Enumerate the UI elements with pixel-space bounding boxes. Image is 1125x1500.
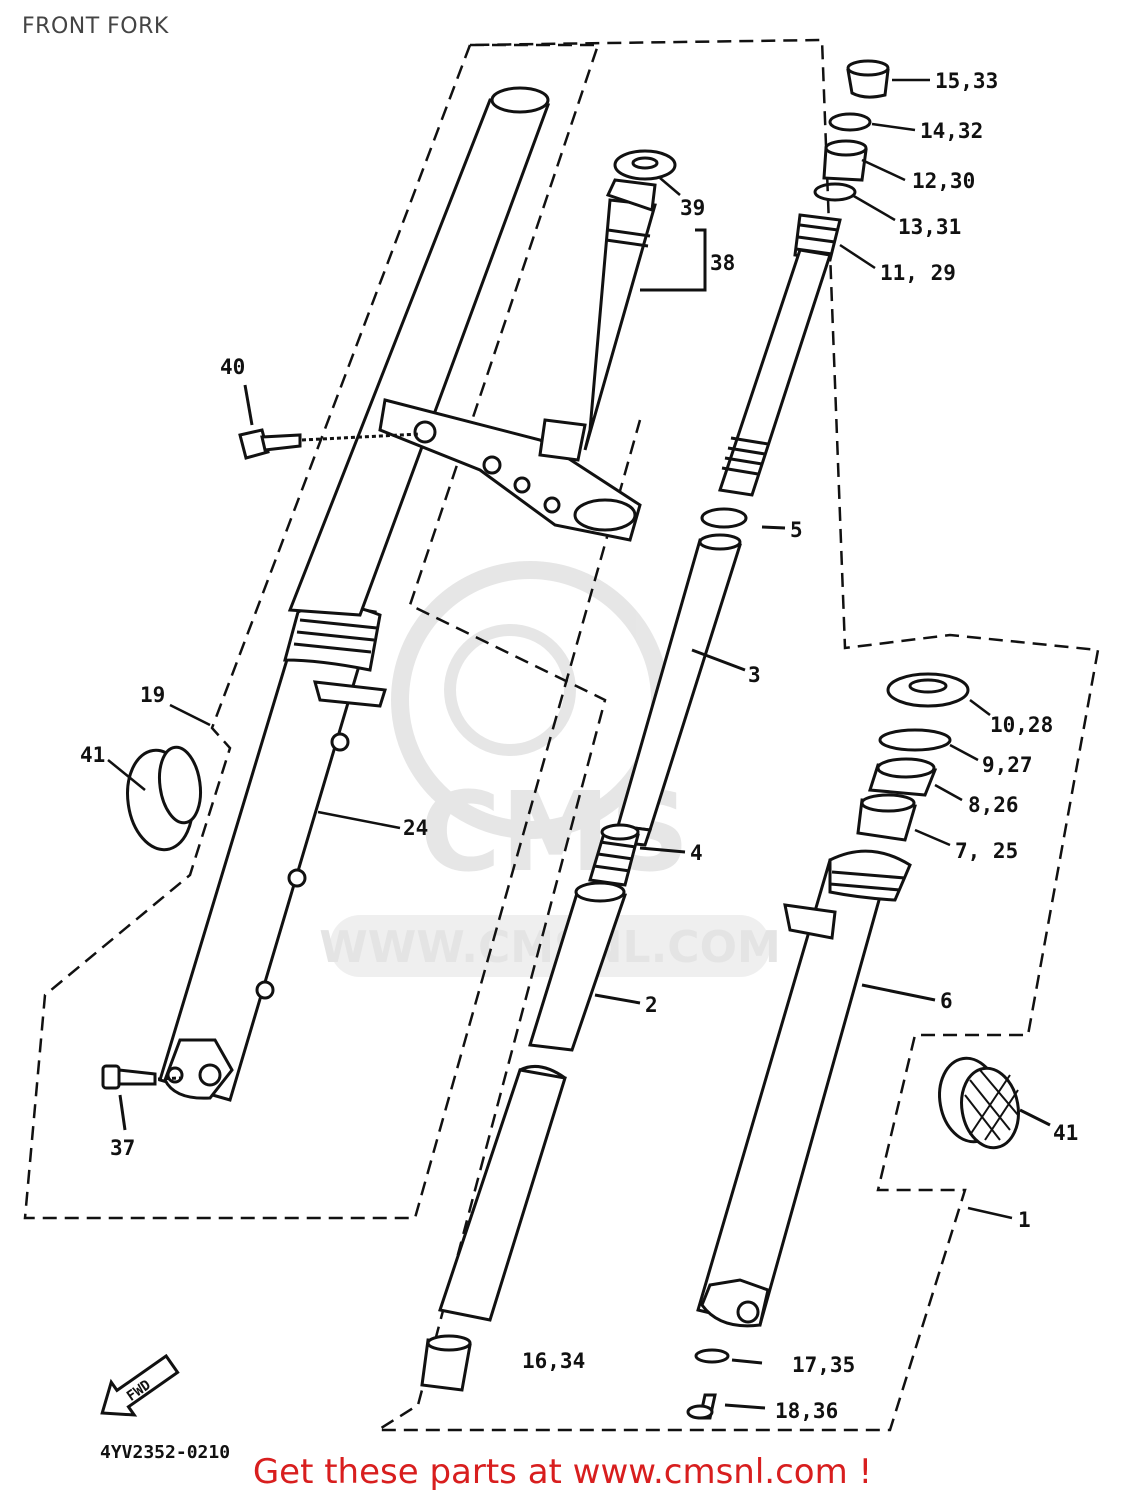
part-labels: 15,33 14,32 12,30 13,31 11, 29 39 38 40 … (80, 69, 1078, 1463)
label-16-34: 16,34 (522, 1349, 585, 1373)
label-5: 5 (790, 518, 803, 542)
steering-stem (583, 149, 707, 451)
label-1: 1 (1018, 1208, 1031, 1232)
label-3: 3 (748, 663, 761, 687)
diagram-code: 4YV2352-0210 (100, 1442, 230, 1463)
bolt-37 (101, 1064, 181, 1131)
dust-seal-left (126, 745, 202, 852)
slide-metal (420, 1334, 472, 1392)
label-6: 6 (940, 989, 953, 1013)
leader-lines (107, 78, 1013, 1220)
oil-seal-group (856, 672, 970, 842)
label-41-left: 41 (80, 743, 105, 767)
label-11-29: 11, 29 (880, 261, 956, 285)
label-2: 2 (645, 993, 658, 1017)
label-7-25: 7, 25 (955, 839, 1018, 863)
watermark-url: WWW.CMSNL.COM (319, 922, 781, 973)
inner-tube-left (287, 86, 551, 617)
label-15-33: 15,33 (935, 69, 998, 93)
get-parts-link[interactable]: Get these parts at www.cmsnl.com ! (252, 1452, 873, 1492)
outer-tube-left (158, 598, 387, 1102)
label-41-right: 41 (1053, 1121, 1078, 1145)
cms-watermark: CMS WWW.CMSNL.COM (319, 561, 781, 977)
label-13-31: 13,31 (898, 215, 961, 239)
label-38: 38 (710, 251, 735, 275)
inner-tube-right (438, 881, 641, 1322)
dust-seal-right (938, 1056, 1051, 1150)
label-14-32: 14,32 (920, 119, 983, 143)
under-bracket (378, 398, 642, 542)
washer-bolt-18 (686, 1348, 766, 1420)
rebound-spring (588, 823, 686, 887)
label-40: 40 (220, 355, 245, 379)
label-19: 19 (140, 683, 165, 707)
fork-spring-long (718, 248, 832, 497)
label-8-26: 8,26 (968, 793, 1019, 817)
label-17-35: 17,35 (792, 1353, 855, 1377)
fwd-arrow-icon: FWD (100, 1353, 180, 1417)
label-4: 4 (690, 841, 703, 865)
label-10-28: 10,28 (990, 713, 1053, 737)
bolt-40 (238, 384, 421, 460)
label-37: 37 (110, 1136, 135, 1160)
top-cap-group (793, 59, 890, 262)
group-boundaries (23, 38, 1100, 1432)
label-39: 39 (680, 196, 705, 220)
label-24: 24 (403, 816, 428, 840)
label-18-36: 18,36 (775, 1399, 838, 1423)
label-12-30: 12,30 (912, 169, 975, 193)
label-9-27: 9,27 (982, 753, 1033, 777)
outer-tube-right (696, 849, 936, 1328)
page-title: FRONT FORK (22, 14, 169, 39)
